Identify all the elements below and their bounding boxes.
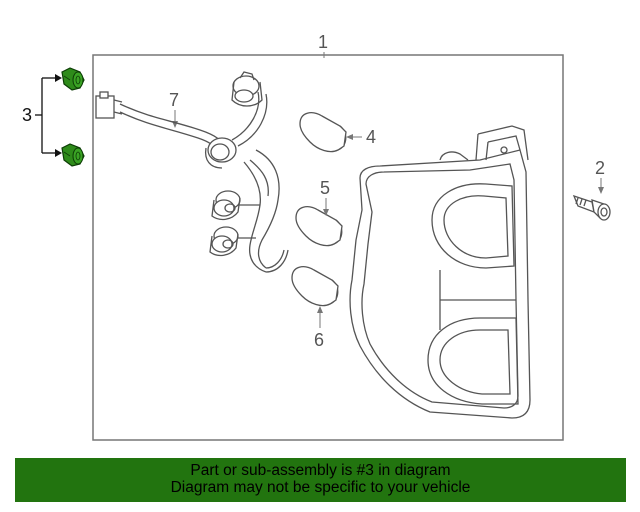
footer-banner: Part or sub-assembly is #3 in diagram Di… (15, 458, 626, 502)
bulb-part-4[interactable] (299, 112, 347, 153)
callout-7-label[interactable]: 7 (169, 90, 179, 110)
bulb-part-6[interactable] (291, 266, 339, 307)
callout-6-label[interactable]: 6 (314, 330, 324, 350)
callout-3-arrow-top (55, 74, 62, 82)
clip-part-3-bottom[interactable] (61, 143, 85, 167)
bulb-part-5[interactable] (295, 206, 343, 247)
tail-lamp-housing[interactable] (349, 125, 531, 419)
callout-3-arrow-bottom (55, 149, 62, 157)
assembly-frame (92, 54, 564, 441)
callout-5-arrow (323, 209, 329, 216)
callout-5-label[interactable]: 5 (320, 178, 330, 198)
callout-4-arrow (346, 134, 353, 140)
callout-3-label[interactable]: 3 (22, 105, 32, 125)
screw-part-2[interactable] (572, 194, 611, 221)
callout-2-label[interactable]: 2 (595, 158, 605, 178)
callout-6-arrow (317, 306, 323, 313)
wire-harness-part-7[interactable] (95, 71, 289, 273)
footer-line-1: Part or sub-assembly is #3 in diagram (190, 462, 451, 479)
callout-4-label[interactable]: 4 (366, 127, 376, 147)
footer-line-2: Diagram may not be specific to your vehi… (170, 479, 471, 496)
callout-2-arrow (598, 187, 604, 194)
callout-3-bracket (35, 77, 58, 154)
clip-part-3-top[interactable] (61, 67, 85, 91)
callout-1-label[interactable]: 1 (318, 32, 328, 52)
